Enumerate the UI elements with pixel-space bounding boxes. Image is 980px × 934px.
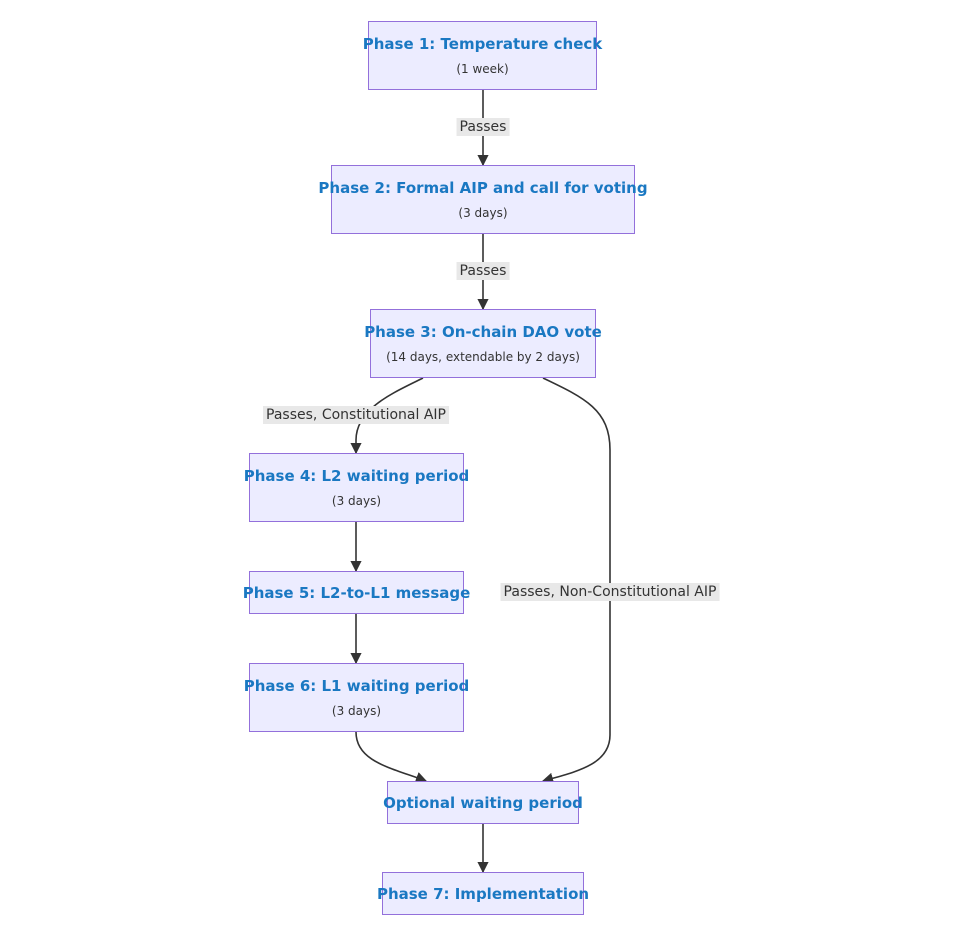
node-phase-1: Phase 1: Temperature check (1 week) bbox=[363, 21, 602, 90]
edge-p6-optional bbox=[355, 731, 428, 783]
edge-label-p3-p4: Passes, Constitutional AIP bbox=[263, 406, 449, 424]
node-title: Optional waiting period bbox=[383, 793, 583, 812]
node-title: Phase 4: L2 waiting period bbox=[243, 466, 470, 485]
node-subtitle: (14 days, extendable by 2 days) bbox=[386, 349, 580, 364]
node-title: Phase 1: Temperature check bbox=[362, 34, 603, 53]
node-phase-7: Phase 7: Implementation bbox=[377, 872, 589, 915]
node-title: Phase 2: Formal AIP and call for voting bbox=[318, 178, 648, 197]
node-subtitle: (3 days) bbox=[458, 205, 508, 220]
node-optional-waiting: Optional waiting period bbox=[383, 781, 583, 824]
node-phase-5: Phase 5: L2-to-L1 message bbox=[243, 571, 470, 614]
node-phase-3: Phase 3: On-chain DAO vote (14 days, ext… bbox=[364, 309, 602, 378]
edge-label-p2-p3: Passes bbox=[456, 262, 510, 280]
node-title: Phase 3: On-chain DAO vote bbox=[364, 322, 602, 341]
edge-label-p1-p2: Passes bbox=[456, 118, 510, 136]
node-title: Phase 7: Implementation bbox=[376, 884, 590, 903]
node-phase-6: Phase 6: L1 waiting period (3 days) bbox=[244, 663, 469, 732]
edge-label-p3-optional: Passes, Non-Constitutional AIP bbox=[500, 583, 720, 601]
node-subtitle: (1 week) bbox=[456, 61, 509, 76]
node-phase-2: Phase 2: Formal AIP and call for voting … bbox=[318, 165, 648, 234]
edge-p3-optional bbox=[541, 377, 611, 784]
node-phase-4: Phase 4: L2 waiting period (3 days) bbox=[244, 453, 469, 522]
edge-p3-p4 bbox=[350, 377, 424, 455]
node-subtitle: (3 days) bbox=[331, 703, 382, 718]
node-title: Phase 5: L2-to-L1 message bbox=[242, 583, 471, 602]
node-title: Phase 6: L1 waiting period bbox=[243, 676, 470, 695]
node-subtitle: (3 days) bbox=[331, 493, 382, 508]
